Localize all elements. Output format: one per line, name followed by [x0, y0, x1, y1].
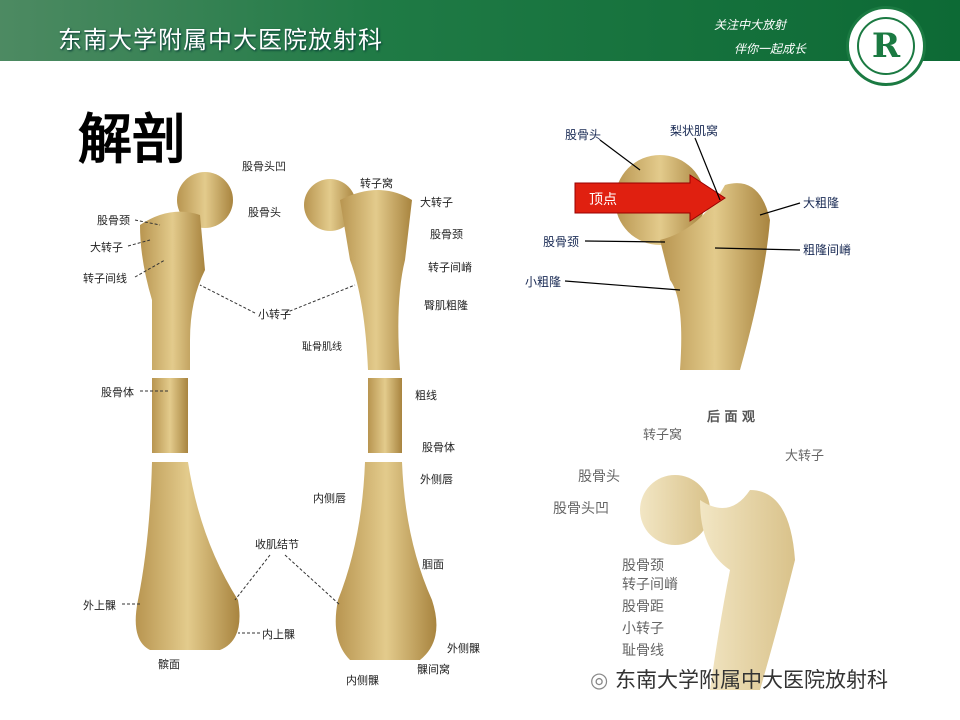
label: 股骨颈 [430, 228, 463, 241]
slogan-line1: 关注中大放射 [714, 18, 787, 32]
femur-anterior [135, 172, 240, 650]
arrow-label: 顶点 [589, 192, 617, 208]
photo-leaders [564, 137, 801, 291]
watermark-text: 东南大学附属中大医院放射科 [615, 668, 888, 692]
label: 股骨距 [622, 599, 664, 615]
label: 股骨头凹 [242, 160, 286, 173]
label: 小转子 [622, 621, 664, 637]
label: 大转子 [420, 196, 453, 209]
label: 耻骨线 [622, 643, 664, 659]
label: 转子窝 [643, 428, 683, 443]
label: 粗线 [415, 389, 437, 402]
label: 外上髁 [83, 599, 116, 612]
label: 内侧髁 [346, 674, 379, 687]
label: 转子间嵴 [428, 261, 472, 274]
label: 股骨头 [578, 469, 620, 485]
label: 大转子 [785, 449, 825, 464]
label: 髁间窝 [417, 663, 450, 676]
label: 髌面 [158, 658, 180, 671]
slogan-line2: 伴你一起成长 [734, 42, 807, 56]
label: 股骨颈 [622, 558, 664, 574]
apex-arrow [574, 174, 726, 222]
label: 外侧髁 [447, 642, 480, 655]
label: 股骨头 [565, 128, 602, 142]
label: 转子窝 [360, 177, 393, 190]
posterior-view-illustration [640, 475, 795, 690]
femur-posterior [304, 179, 437, 660]
label: 大粗隆 [803, 196, 840, 210]
label: 收肌结节 [255, 538, 299, 551]
leader-lines [122, 219, 356, 634]
view-title: 后 面 观 [707, 410, 756, 425]
label: 小粗隆 [525, 275, 562, 289]
label: 耻骨肌线 [302, 342, 342, 353]
label: 股骨头凹 [553, 501, 609, 517]
label: 腘面 [422, 558, 444, 571]
header-banner: 东南大学附属中大医院放射科 关注中大放射 伴你一起成长 [0, 0, 960, 61]
label: 梨状肌窝 [670, 124, 719, 138]
watermark: ◎ 东南大学附属中大医院放射科 [590, 664, 888, 694]
label: 股骨头 [248, 206, 281, 219]
label: 大转子 [90, 241, 123, 254]
slide-title: 解剖 [78, 108, 186, 171]
header-title: 东南大学附属中大医院放射科 [58, 26, 383, 54]
label: 小转子 [258, 308, 291, 321]
label: 股骨体 [101, 386, 134, 399]
label: 外侧唇 [420, 473, 453, 486]
logo-mark: R [857, 17, 915, 75]
label: 内上髁 [262, 628, 295, 641]
label: 股骨颈 [97, 214, 130, 227]
label: 转子间线 [83, 272, 127, 285]
label: 内侧唇 [313, 492, 346, 505]
label: 股骨体 [422, 441, 455, 454]
department-logo: R [846, 6, 926, 86]
wechat-icon: ◎ [590, 668, 615, 692]
label: 股骨颈 [543, 235, 580, 249]
label: 粗隆间嵴 [803, 243, 852, 257]
label: 臀肌粗隆 [424, 299, 468, 312]
label: 转子间嵴 [622, 577, 678, 593]
